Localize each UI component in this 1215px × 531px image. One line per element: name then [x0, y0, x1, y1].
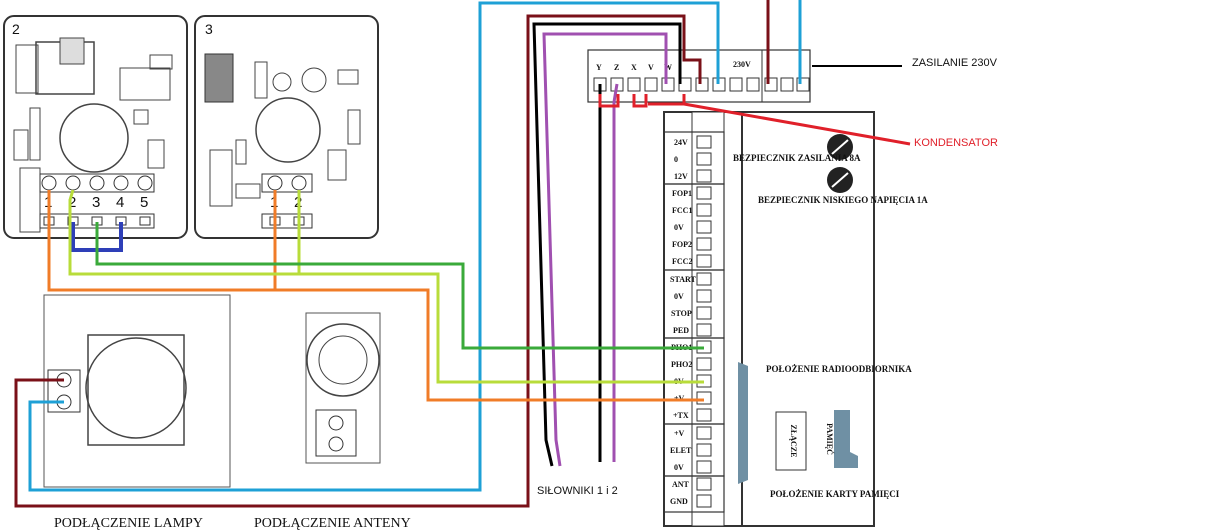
terminal-label: STOP — [671, 309, 692, 318]
card-position-label: POŁOŻENIE KARTY PAMIĘCI — [770, 489, 900, 499]
terminal-label: Y — [596, 63, 602, 72]
terminal-label: PHO2 — [671, 360, 692, 369]
terminal-label: GND — [670, 497, 688, 506]
wires — [14, 0, 911, 508]
terminal-label: FCC1 — [672, 206, 692, 215]
memory-label: PAMIĘĆ — [825, 423, 835, 455]
memory-card-slot — [834, 410, 858, 468]
terminal-label: PED — [673, 326, 689, 335]
terminal-label: 230V — [733, 60, 751, 69]
fuse-low-label-text: BEZPIECZNIK NISKIEGO NAPIĘCIA 1A — [758, 195, 928, 205]
board-3-number: 3 — [205, 21, 213, 37]
board-2-screws — [41, 175, 153, 191]
wire-darkred-lamp — [14, 14, 702, 508]
terminal-label: W — [664, 63, 672, 72]
terminal-label: V — [648, 63, 654, 72]
terminal-label: 24V — [674, 138, 688, 147]
terminal-label: +TX — [673, 411, 689, 420]
terminal-label: START — [670, 275, 696, 284]
wire-capacitor-1 — [598, 94, 620, 108]
terminal-label: FOP1 — [672, 189, 692, 198]
wire-motor-2-purple — [612, 83, 619, 462]
terminal-label: 0 — [674, 155, 678, 164]
fuse-mains-label-text: BEZPIECZNIK ZASILANIA 8A — [733, 153, 861, 163]
terminal-label: ELET — [670, 446, 692, 455]
wire-green — [95, 222, 704, 350]
board-2-number: 2 — [12, 21, 20, 37]
terminal-number: 2 — [68, 194, 76, 211]
terminal-label: +V — [674, 429, 685, 438]
wire-blue-lamp — [28, 1, 720, 492]
terminal-label: Z — [614, 63, 619, 72]
fuse-mains — [827, 134, 853, 160]
radio-position-label: POŁOŻENIE RADIOODBIORNIKA — [766, 364, 912, 374]
terminal-number: 5 — [140, 194, 148, 211]
antenna-unit — [305, 312, 381, 464]
fuse-low-voltage — [827, 167, 853, 193]
radio-receiver-slot — [738, 362, 748, 484]
fuse-mains-label: BEZPIECZNIK ZASILANIA 8A — [733, 153, 861, 163]
terminal-label: 0V — [674, 292, 684, 301]
terminal-label: X — [631, 63, 637, 72]
wire-orange-1 — [47, 190, 704, 402]
wire-motor-1-purple — [542, 32, 668, 467]
terminal-label: 0V — [674, 223, 684, 232]
antenna-caption: PODŁĄCZENIE ANTENY — [254, 516, 411, 531]
wire-yellowgreen-1 — [68, 189, 704, 384]
wire-motor-1-black — [532, 22, 682, 467]
terminal-label: FCC2 — [672, 257, 692, 266]
board-2: 2 1 2 3 4 5 — [3, 15, 188, 239]
connector-box — [775, 411, 807, 471]
capacitor-label: KONDENSATOR — [914, 137, 998, 149]
board-3: 3 1 2 — [194, 15, 379, 239]
lamp-caption: PODŁĄCZENIE LAMPY — [54, 516, 203, 531]
top-terminal-labels: Y Z X V W 230V — [596, 60, 751, 72]
fuse-low-label: BEZPIECZNIK NISKIEGO NAPIĘCIA 1A — [758, 195, 928, 205]
terminal-label: 12V — [674, 172, 688, 181]
terminal-label: FOP2 — [672, 240, 692, 249]
terminal-number: 4 — [116, 194, 124, 211]
terminal-label: 0V — [674, 463, 684, 472]
captions: ZASILANIE 230V KONDENSATOR SIŁOWNIKI 1 i… — [54, 57, 998, 531]
wire-capacitor-lead — [683, 102, 911, 146]
terminal-number: 3 — [92, 194, 100, 211]
motors-label: SIŁOWNIKI 1 i 2 — [537, 485, 618, 497]
connector-label: ZŁĄCZE — [789, 425, 798, 458]
control-board: Y Z X V W 230V — [587, 49, 928, 527]
side-terminal-sockets — [696, 135, 712, 508]
terminal-label: ANT — [672, 480, 690, 489]
wire-capacitor-2 — [632, 94, 648, 108]
power-supply-label: ZASILANIE 230V — [912, 57, 998, 69]
lamp-unit — [43, 294, 231, 488]
